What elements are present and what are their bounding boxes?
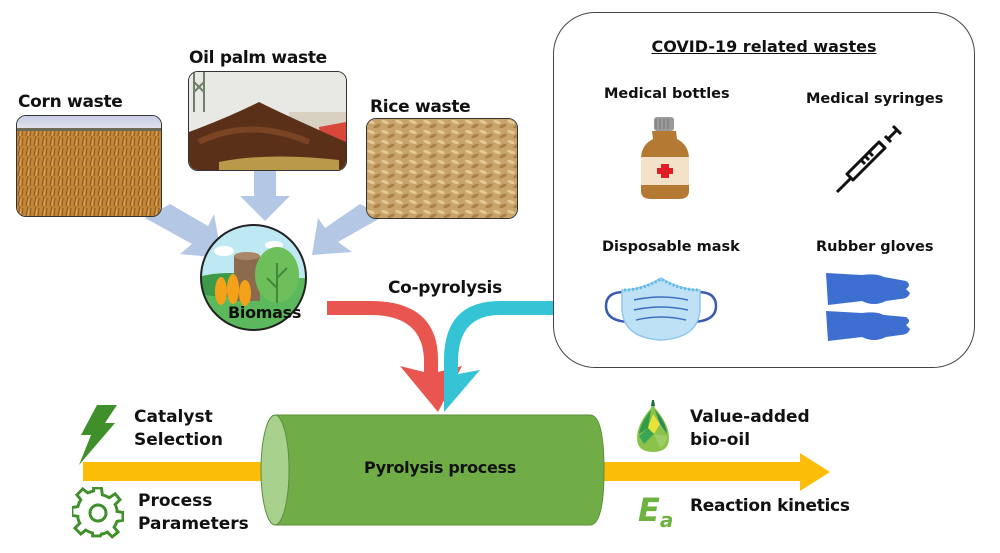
oil-drop-icon (636, 400, 670, 454)
process-parameters-line1: Process (138, 491, 213, 511)
oil-palm-waste-label: Oil palm waste (189, 48, 327, 68)
value-added-bio-oil-label: Value-added bio-oil (690, 406, 810, 452)
biomass-co-pyrolysis-arrow (327, 301, 462, 412)
catalyst-selection-label: Catalyst Selection (134, 406, 223, 452)
activation-energy-icon: Ea (638, 491, 674, 532)
catalyst-selection-line1: Catalyst (134, 407, 213, 427)
co-pyrolysis-label: Co-pyrolysis (388, 278, 502, 298)
pyrolysis-reactor (260, 414, 605, 526)
ea-symbol-main: E (638, 491, 660, 529)
reaction-kinetics-label: Reaction kinetics (690, 496, 850, 516)
syringe-icon (829, 116, 911, 198)
rubber-gloves-icon (822, 271, 914, 345)
output-flow-arrow (600, 453, 830, 491)
covid-wastes-panel: COVID-19 related wastes Medical bottles … (553, 12, 975, 368)
corn-waste-label: Corn waste (18, 92, 123, 112)
process-parameters-line2: Parameters (138, 514, 249, 534)
face-mask-icon (602, 276, 720, 344)
biomass-landscape-icon (200, 224, 307, 331)
covid-wastes-title: COVID-19 related wastes (651, 37, 877, 56)
process-parameters-label: Process Parameters (138, 490, 249, 536)
catalyst-selection-line2: Selection (134, 430, 223, 450)
medicine-bottle-icon (637, 115, 695, 201)
input-flow-bar (83, 462, 273, 481)
rubber-gloves-label: Rubber gloves (816, 239, 934, 255)
feed-arrows (145, 171, 384, 258)
medical-syringes-label: Medical syringes (806, 91, 944, 107)
oil-palm-heap-photo (188, 71, 347, 171)
lightning-bolt-icon (77, 405, 117, 467)
corn-field-photo (16, 115, 162, 217)
corn-to-biomass-arrow (145, 204, 222, 258)
rice-husk-photo (366, 118, 518, 219)
covid-co-pyrolysis-arrow (444, 301, 554, 412)
pyrolysis-process-label: Pyrolysis process (364, 458, 516, 477)
biomass-label: Biomass (228, 303, 302, 322)
bio-oil-line2: bio-oil (690, 430, 751, 450)
medical-bottles-label: Medical bottles (604, 86, 730, 102)
gear-icon (72, 487, 124, 539)
bio-oil-line1: Value-added (690, 407, 810, 427)
disposable-mask-label: Disposable mask (602, 239, 740, 255)
rice-to-biomass-arrow (312, 204, 384, 255)
ea-symbol-sub: a (659, 508, 674, 532)
palm-to-biomass-arrow (240, 171, 290, 221)
rice-waste-label: Rice waste (370, 97, 471, 117)
biomass-node: Biomass (199, 223, 308, 332)
